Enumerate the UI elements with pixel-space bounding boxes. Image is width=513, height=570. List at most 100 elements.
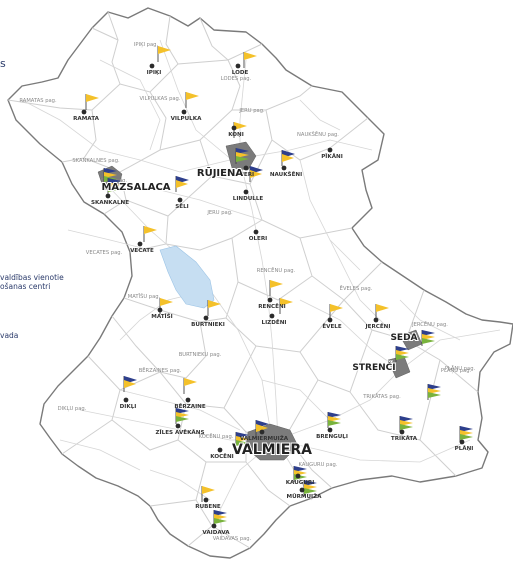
legend-text-line3: vada: [0, 331, 19, 340]
parish-label-plani2: PLĀŅU pag.: [441, 367, 472, 374]
road-22: [159, 189, 263, 221]
flag-11: [143, 226, 157, 242]
parish-label-jercenu: JERCĒNU pag.: [411, 321, 448, 328]
road-19: [149, 469, 211, 501]
town-label-strenci: STRENČI: [352, 361, 395, 373]
centre-dot-seli: [177, 197, 183, 203]
town-label-seda: SEDA: [390, 333, 417, 343]
centre-dot-berzaine: [185, 397, 191, 403]
road-7: [275, 329, 501, 441]
parish-border-1: [91, 27, 119, 41]
parish-border-24: [111, 315, 161, 373]
road-21: [329, 239, 391, 331]
centre-dot-vecate: [137, 241, 143, 247]
parish-label-matisi: MATĪŠU pag.: [128, 293, 161, 300]
parish-border-23: [159, 321, 207, 379]
centre-label-lindulle: LINDULLE: [233, 196, 264, 202]
flag-7: [107, 178, 121, 194]
parish-label-burtnieki: BURTNIEKU pag.: [179, 352, 222, 358]
parish-label-dikli: DIKĻU pag.: [58, 406, 87, 412]
parish-borders: [7, 11, 479, 549]
flag-9: [235, 148, 249, 164]
centre-label-berzaine: BĒRZAINE: [174, 403, 206, 410]
flag-28: [255, 420, 269, 436]
parish-border-19: [199, 237, 239, 323]
centre-dot-vilpulka: [181, 109, 187, 115]
flag-23: [427, 384, 441, 400]
flag-24: [327, 412, 341, 428]
centre-label-plani: PLĀŅI: [455, 445, 474, 452]
road-1: [159, 39, 233, 161]
flag-12: [269, 280, 283, 296]
parish-border-5: [227, 59, 241, 111]
centre-label-evele: ĒVELE: [322, 323, 342, 330]
parish-border-25: [225, 299, 345, 353]
centre-label-burtnieki: BURTNIEKI: [191, 322, 225, 328]
parish-label-vaidava: VAIDAVAS pag.: [213, 536, 252, 542]
centre-label-vaidava: VAIDAVA: [202, 530, 230, 536]
centre-label-lizdeni: LIZDĒNI: [262, 319, 287, 326]
centre-dot-dikli: [123, 397, 129, 403]
parish-label-jeri: JERU pag.: [206, 210, 233, 216]
parish-border-3: [199, 17, 229, 61]
flag-0: [157, 46, 171, 62]
centre-dot-lizdeni: [269, 313, 275, 319]
centre-dot-koceni: [217, 447, 223, 453]
flag-25: [399, 416, 413, 432]
flag-2: [85, 94, 99, 110]
parish-border-7: [61, 109, 97, 163]
centre-dot-ziedi: [175, 423, 181, 429]
legend-text-line2: ošanas centri: [0, 282, 51, 291]
parish-label-kocenu: KOCĒNU pag.: [199, 433, 234, 440]
road-18: [399, 299, 461, 341]
centre-label-ziedi: ZĪLES AVĒKĀNS: [156, 429, 205, 436]
centre-dot-plani: [459, 439, 465, 445]
road-8: [275, 439, 471, 463]
centre-dot-jeri: [243, 165, 249, 171]
centre-label-murmuiza: MŪRMUIŽA: [287, 492, 323, 500]
parish-border-29: [349, 359, 441, 441]
flag-19: [183, 378, 197, 394]
centre-label-dikli: DIKĻI: [120, 404, 137, 410]
parish-border-18: [165, 219, 263, 251]
flag-8: [175, 176, 189, 192]
parish-label-naukseni: NAUKŠĒNU pag.: [297, 131, 339, 138]
centre-label-lode: LODE: [232, 70, 249, 76]
road-16: [99, 59, 161, 151]
parish-labels: IPIĶI pag.LODES pag.RAMATAS pag.VILPULKA…: [19, 42, 475, 542]
flag-32: [213, 510, 227, 526]
parish-label-kauguru: KAUGURU pag.: [299, 462, 338, 468]
centre-dot-matisi: [157, 307, 163, 313]
centre-dot-burtnieki: [203, 315, 209, 321]
centre-label-skankalne: SKANKALNE: [91, 200, 129, 206]
flag-17: [207, 300, 221, 316]
parish-label-plani: PLĀŅU pag.: [445, 365, 476, 372]
flag-31: [201, 486, 215, 502]
region-outline: [7, 7, 513, 559]
road-17: [299, 159, 361, 271]
parish-border-20: [299, 237, 383, 301]
town-label-rujiena: RŪJIENA: [197, 166, 243, 179]
centre-dot-lode: [235, 63, 241, 69]
centre-dot-brenguli: [327, 427, 333, 433]
road-14: [261, 379, 331, 421]
road-13: [299, 299, 401, 371]
centre-label-trikata: TRIKĀTA: [391, 435, 418, 442]
parish-border-33: [159, 345, 257, 409]
centre-dot-rubene: [203, 497, 209, 503]
road-0: [21, 99, 231, 173]
parish-border-9: [232, 85, 313, 111]
flag-15: [375, 304, 389, 320]
centre-label-valmiermuiza: VALMIERMUIŽA: [240, 434, 289, 442]
centre-dot-jerceni: [373, 317, 379, 323]
centre-label-pikani: PĪKĀNI: [321, 153, 343, 160]
legend-text-line1: valdības vienotie: [0, 273, 64, 282]
centre-dot-pikani: [327, 147, 333, 153]
parish-label-vilpulka: VILPULKAS pag.: [140, 96, 181, 102]
parish-border-14: [199, 139, 273, 185]
centre-label-vecate: VECATE: [130, 248, 154, 254]
road-23: [299, 99, 341, 131]
